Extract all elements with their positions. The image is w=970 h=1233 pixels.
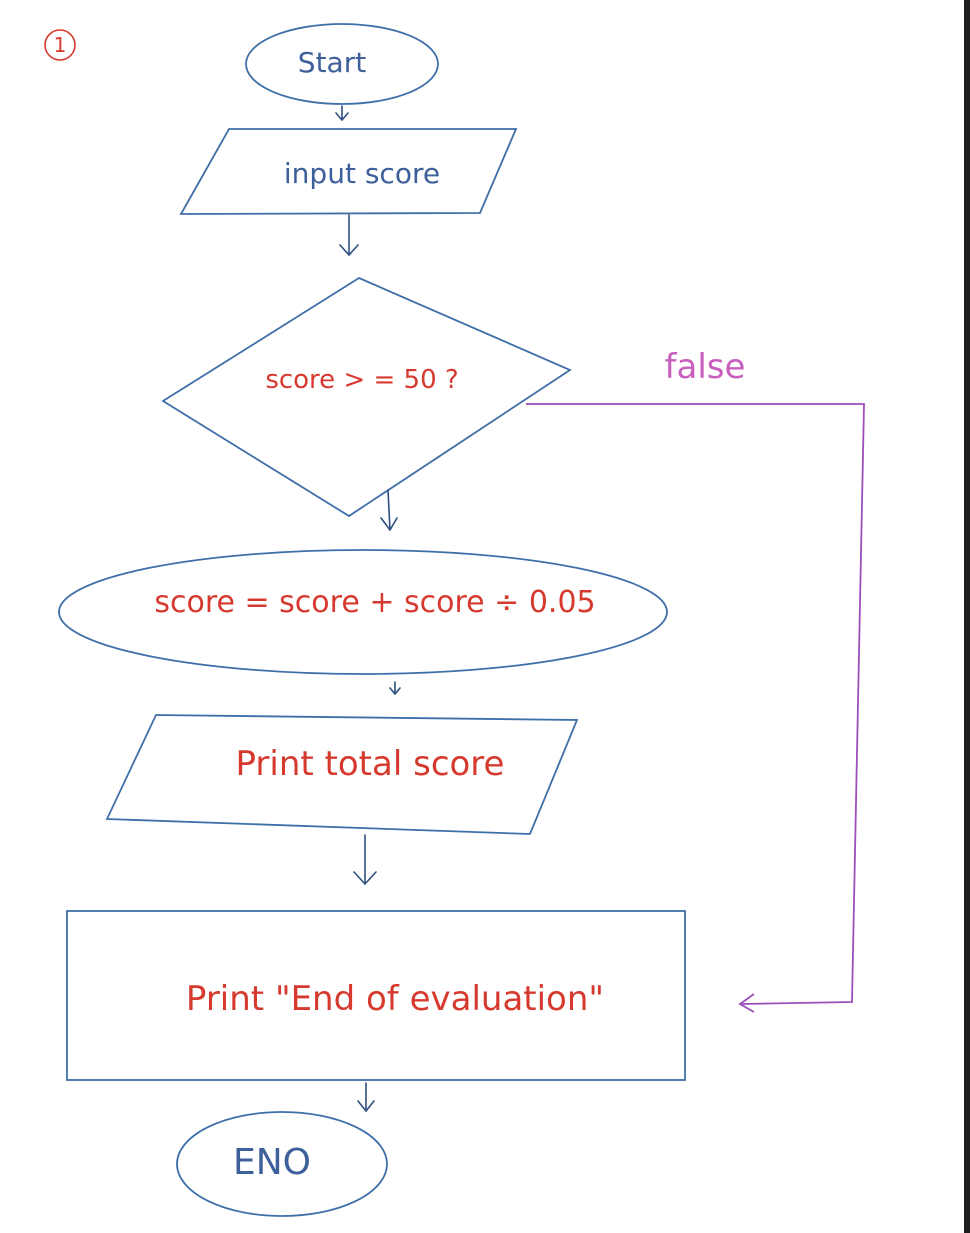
marker-number: 1 [54,33,67,57]
start-node: Start [245,23,439,105]
false-arrowhead-icon [738,993,755,1013]
marker-circle-icon [44,29,76,61]
arrow-start-to-input [335,105,349,121]
arrow-decision-to-process [380,489,398,531]
print-total-parallelogram [105,714,579,835]
end-ellipse [176,1111,388,1217]
start-ellipse [245,23,439,105]
false-branch: false [526,347,865,1013]
end-label: ENO [233,1142,311,1183]
decision-label: score > = 50 ? [265,365,458,395]
input-label: input score [284,157,440,190]
print-end-label: Print "End of evaluation" [186,979,604,1019]
step-marker: 1 [44,29,76,61]
input-node: input score [179,128,518,215]
print-total-label: Print total score [236,744,505,784]
decision-node: score > = 50 ? [161,276,572,518]
print-end-rectangle [66,910,686,1081]
print-total-node: Print total score [105,714,579,835]
process-ellipse [58,549,668,675]
arrow-input-to-decision [339,214,359,256]
start-label: Start [298,46,366,79]
print-end-node: Print "End of evaluation" [66,910,686,1081]
window-edge [964,0,970,1233]
false-connector [526,403,865,1005]
process-node: score = score + score ÷ 0.05 [58,549,668,675]
end-node: ENO [176,1111,388,1217]
false-label: false [665,347,746,387]
input-parallelogram [179,128,518,215]
arrow-process-to-print-total [389,681,401,695]
decision-diamond [161,276,572,518]
process-label: score = score + score ÷ 0.05 [154,585,595,620]
arrow-end-print-to-terminator [357,1082,375,1112]
arrow-print-total-to-end-print [353,834,377,885]
